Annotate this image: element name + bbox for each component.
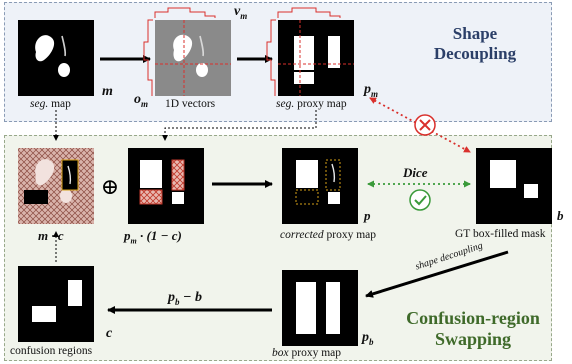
caption-italic: corrected [280,229,324,241]
symbol-pm1c: pm · (1 − c) [124,228,182,246]
confusion-regions-image [18,266,94,342]
symbol-c: c [106,326,113,341]
caption-rest: proxy map [323,229,377,241]
symbol-pb-minus-b: pb − b [168,290,202,307]
symbol-sub: m [130,236,137,246]
cross-icon [414,114,436,136]
oplus-symbol: ⊕ [101,174,119,199]
caption-seg-proxy: seg. proxy map [276,98,347,110]
confusion-swapping-panel [4,135,552,361]
caption-box-proxy: box proxy map [272,347,341,359]
symbol-tail: − b [179,290,202,305]
symbol-main: p [168,290,175,305]
symbol-main: p [364,82,371,97]
title-line: Confusion-region [406,308,540,328]
caption-rest: proxy map [288,347,341,359]
arrow-shape-decoupling [365,250,509,298]
title-line: Shape [452,24,498,43]
symbol-main: o [134,92,141,107]
gt-mask-image [476,148,552,224]
symbol-sub: m [371,88,379,99]
symbol-main: p [124,228,131,243]
caption-italic: seg. [276,98,295,110]
caption-rest: map [48,98,71,110]
caption-italic: seg. [30,98,49,110]
symbol-pb: pb [362,330,374,347]
pm1c-image [128,148,204,224]
symbol-b: b [557,208,564,223]
seg-proxy-map-image [266,7,354,96]
symbol-sub: b [175,296,180,307]
symbol-sub: m [240,10,248,21]
confusion-swapping-title: Confusion-region Swapping [388,308,558,349]
caption-confusion: confusion regions [10,345,93,357]
vectors-image [143,7,231,96]
seg-map-image [18,20,94,96]
symbol-main: v [234,4,241,19]
symbol-p: p [364,208,371,223]
caption-gt-mask: GT box-filled mask [455,228,546,240]
shape-decoupling-title: Shape Decoupling [405,24,545,63]
title-line: Decoupling [433,43,517,63]
caption-rest: proxy map [294,98,347,110]
edge-label-dice: Dice [403,165,428,180]
caption-corrected: corrected proxy map [280,229,376,241]
symbol-om: om [134,92,148,109]
symbol-mc: m · c [38,228,64,243]
symbol-sub: b [369,336,374,347]
caption-italic: box [272,347,289,359]
mc-image [18,148,94,224]
symbol-main: p [362,330,369,345]
check-icon [409,189,431,211]
caption-seg-map: seg. map [30,98,71,110]
corrected-proxy-image [282,148,358,224]
symbol-sub: m [141,98,149,109]
title-line: Swapping [434,328,512,349]
symbol-m: m [102,84,113,99]
caption-vectors: 1D vectors [165,98,216,110]
symbol-vm: vm [234,4,247,21]
box-proxy-map-image [282,270,358,346]
arrow-proxy-to-pm1c [162,110,317,141]
symbol-pm: pm [364,82,378,99]
symbol-tail: · (1 − c) [136,228,182,243]
